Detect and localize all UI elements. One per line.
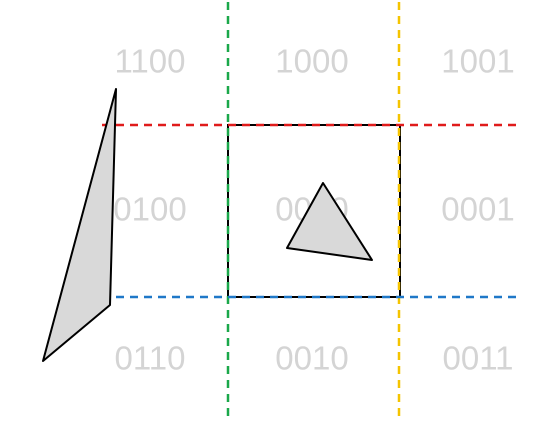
- region-code-bottom-center: 0010: [275, 340, 348, 377]
- inside-triangle-shape: [286, 182, 373, 261]
- region-code-middle-right: 0001: [441, 191, 514, 228]
- region-code-top-left: 1100: [115, 43, 186, 80]
- region-code-bottom-right: 0011: [443, 340, 514, 377]
- region-code-top-center: 1000: [275, 43, 348, 80]
- outside-triangle-shape: [42, 88, 117, 362]
- region-code-middle-left: 0100: [113, 191, 186, 228]
- region-code-bottom-left: 0110: [115, 340, 186, 377]
- region-code-top-right: 1001: [441, 43, 514, 80]
